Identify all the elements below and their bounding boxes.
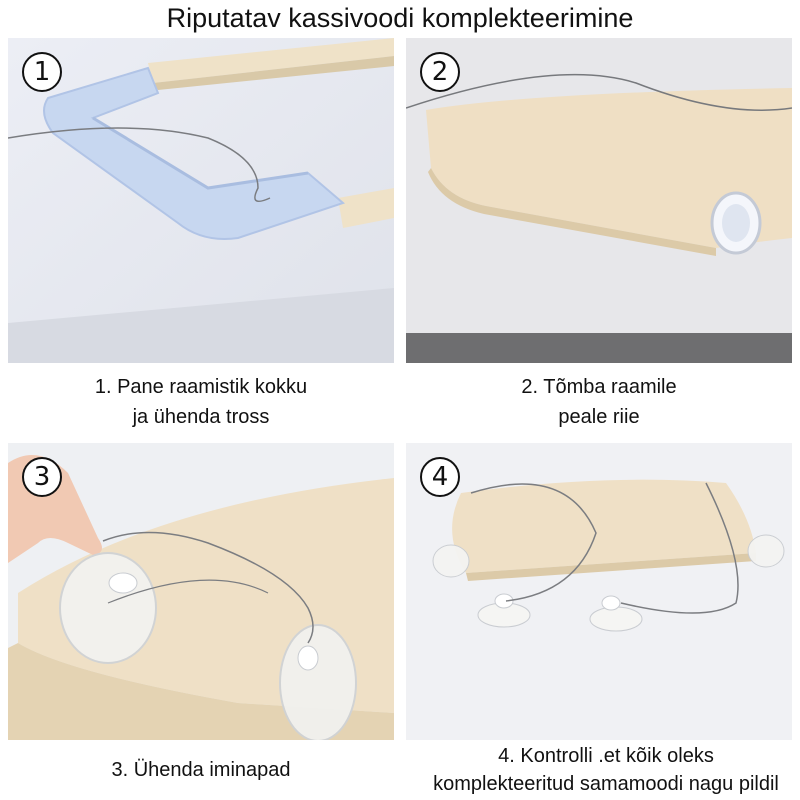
suction-cup-attach-illustration [8, 443, 394, 740]
fabric-on-frame-illustration [406, 38, 792, 363]
step-4-caption: 4. Kontrolli .et kõik oleks komplekteeri… [406, 742, 800, 798]
page-title: Riputatav kassivoodi komplekteerimine [166, 3, 634, 33]
caption-line: 1. Pane raamistik kokku [94, 376, 308, 398]
step-4-image: 4 [406, 443, 792, 740]
step-1-image: 1 [8, 38, 394, 363]
step-number-badge: 1 [22, 52, 62, 92]
completed-bed-illustration [406, 443, 792, 740]
caption-line: ja ühenda tross [132, 406, 270, 428]
step-number-badge: 3 [22, 457, 62, 497]
step-number-badge: 4 [420, 457, 460, 497]
frame-assembly-illustration [8, 38, 394, 363]
caption-line: komplekteeritud samamoodi nagu pildil [433, 773, 779, 795]
step-3-caption: 3. Ühenda iminapad [8, 755, 394, 785]
step-3-image: 3 [8, 443, 394, 740]
step-1-caption: 1. Pane raamistik kokku ja ühenda tross [8, 372, 394, 432]
step-2-caption: 2. Tõmba raamile peale riie [406, 372, 792, 432]
caption-line: peale riie [558, 406, 640, 428]
step-number-badge: 2 [420, 52, 460, 92]
caption-line: 2. Tõmba raamile [521, 376, 677, 398]
step-2-image: 2 [406, 38, 792, 363]
caption-line: 4. Kontrolli .et kõik oleks [498, 745, 714, 767]
caption-line: 3. Ühenda iminapad [111, 759, 291, 781]
